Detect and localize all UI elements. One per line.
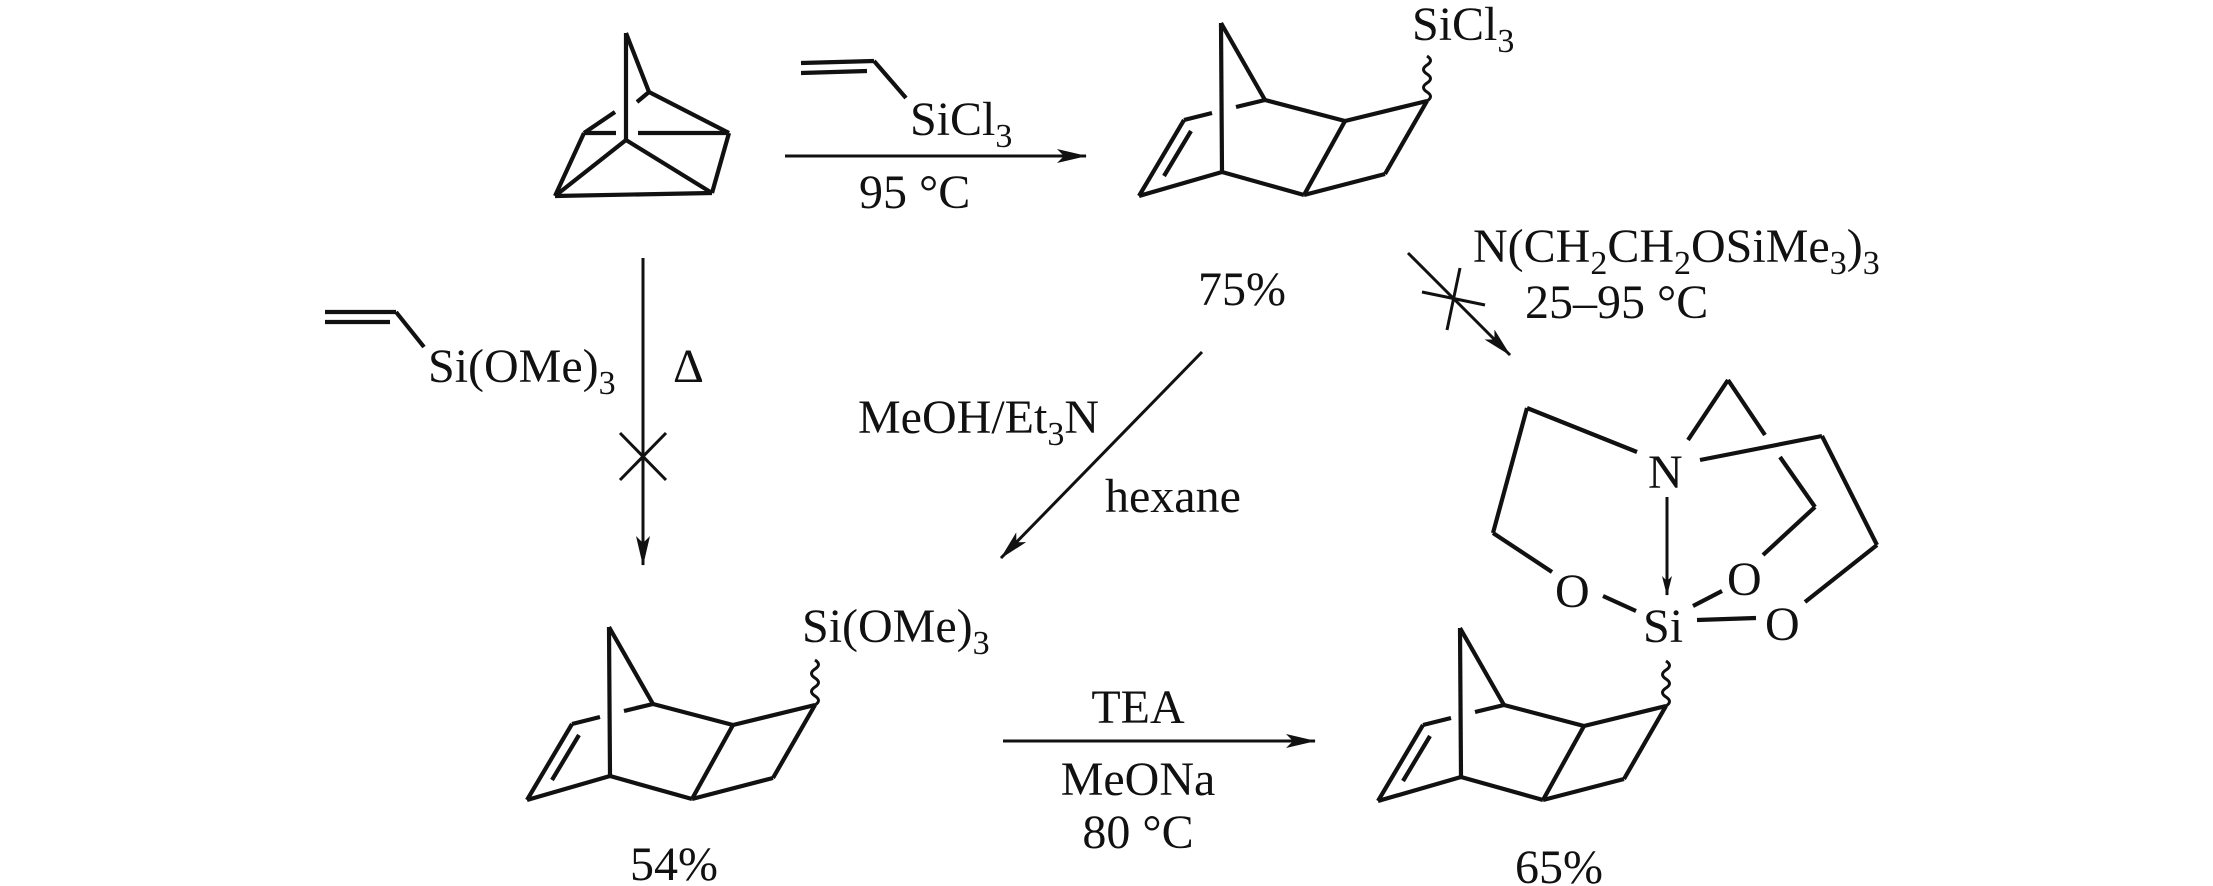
solvent-label: hexane bbox=[1105, 470, 1241, 523]
cross-mark-icon bbox=[618, 431, 668, 482]
substituent-label: Si(OMe)3 bbox=[802, 600, 990, 662]
bond-line bbox=[1542, 776, 1625, 803]
bond-line bbox=[690, 723, 735, 801]
vinyl-trimethoxysilane-reagent: Si(OMe)3 bbox=[325, 309, 616, 402]
condition-label: 95 °C bbox=[859, 166, 970, 219]
bond-line bbox=[1474, 702, 1505, 715]
yield-label: 54% bbox=[630, 838, 718, 886]
oxygen-atom: O bbox=[1727, 553, 1762, 606]
bond-line bbox=[1162, 129, 1193, 178]
bond-line bbox=[1137, 118, 1186, 198]
bond-line bbox=[1503, 702, 1585, 729]
bond-line bbox=[1264, 97, 1346, 124]
bond-line bbox=[1344, 98, 1428, 124]
reagent-label: SiCl3 bbox=[910, 93, 1012, 155]
bond-line bbox=[607, 625, 655, 706]
bond-line bbox=[1302, 119, 1347, 197]
bond-line bbox=[652, 701, 734, 728]
trimethoxysilyl-tricyclic-product bbox=[525, 625, 820, 803]
yield-label: 65% bbox=[1515, 841, 1603, 886]
bond-line bbox=[1458, 626, 1506, 707]
bond-line bbox=[1401, 734, 1432, 783]
bond-line bbox=[1460, 774, 1544, 803]
bond-line bbox=[732, 702, 816, 728]
bond-line bbox=[571, 714, 601, 727]
wavy-bond bbox=[1422, 54, 1432, 103]
bond-line bbox=[1583, 703, 1667, 729]
wavy-bond bbox=[810, 658, 820, 707]
bond-line bbox=[1138, 169, 1223, 199]
reaction-arrow-methanolysis bbox=[999, 350, 1204, 560]
blocked-reaction-arrow-diagonal bbox=[1406, 251, 1512, 357]
bond-line bbox=[1221, 169, 1305, 198]
substituent-label: SiCl3 bbox=[1412, 0, 1514, 60]
yield-label: 75% bbox=[1198, 263, 1286, 316]
silatranyl-tricyclic-product bbox=[1376, 626, 1671, 804]
reagent-label: N(CH2CH2OSiMe3)3 bbox=[1473, 220, 1880, 282]
trichlorosilyl-tricyclic-product bbox=[1137, 21, 1432, 199]
bond-line bbox=[623, 701, 654, 714]
bond-line bbox=[609, 773, 693, 802]
bond-line bbox=[1376, 723, 1425, 803]
bond-line bbox=[691, 775, 774, 802]
vinyl-trichlorosilane-reagent: SiCl3 bbox=[800, 58, 1012, 155]
bond-line bbox=[1541, 724, 1586, 802]
bond-line bbox=[771, 703, 817, 780]
bond-line bbox=[1218, 22, 1225, 173]
bond-line bbox=[1235, 97, 1266, 110]
wavy-bond bbox=[1661, 659, 1671, 708]
reagent-label: MeOH/Et3N bbox=[858, 391, 1099, 453]
bond-line bbox=[1377, 774, 1462, 804]
bond-line bbox=[1622, 704, 1668, 781]
bond-line bbox=[1383, 99, 1429, 176]
bond-line bbox=[1219, 21, 1267, 102]
bond-line bbox=[606, 626, 613, 777]
bond-line bbox=[1303, 171, 1386, 198]
bond-line bbox=[1457, 627, 1464, 778]
reagent-label: TEA bbox=[1091, 681, 1185, 734]
bond-line bbox=[1422, 715, 1452, 728]
silatrane-cage: N Si O O O bbox=[1490, 378, 1879, 653]
oxygen-atom: O bbox=[1555, 565, 1590, 618]
oxygen-atom: O bbox=[1765, 598, 1800, 651]
heat-symbol: Δ bbox=[673, 340, 704, 393]
bond-line bbox=[526, 773, 611, 803]
bond-line bbox=[1183, 110, 1213, 123]
quadricyclane-structure bbox=[553, 32, 732, 199]
condition-label: 80 °C bbox=[1082, 806, 1193, 859]
bond-line bbox=[550, 733, 581, 782]
base-label: MeONa bbox=[1061, 753, 1216, 806]
bond-line bbox=[525, 722, 574, 802]
condition-label: 25–95 °C bbox=[1525, 276, 1708, 329]
cross-mark-icon bbox=[1421, 267, 1486, 331]
reagent-label: Si(OMe)3 bbox=[428, 340, 616, 402]
silicon-atom: Si bbox=[1643, 600, 1683, 653]
nitrogen-atom: N bbox=[1648, 446, 1683, 499]
